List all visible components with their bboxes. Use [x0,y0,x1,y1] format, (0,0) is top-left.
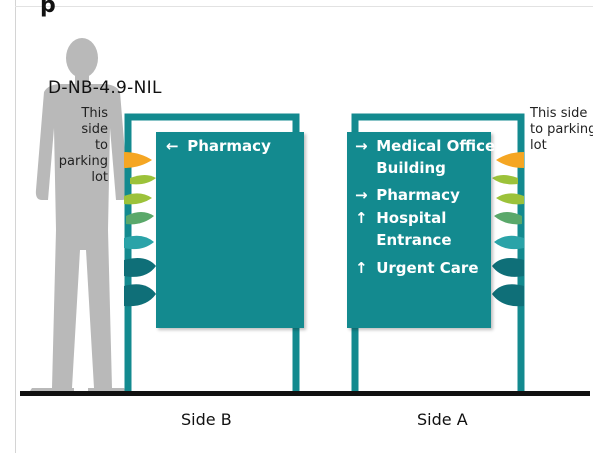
up-arrow-icon: ↑ [355,259,368,277]
side-a-caption: Side A [417,410,468,429]
sign-face-side-a: → Medical Office Building → Pharmacy ↑ H… [347,132,495,328]
directory-entry: ← Pharmacy [166,135,271,158]
entry-label: Urgent Care [376,259,479,277]
directory-entry: Entrance [355,229,452,252]
note-line: This side [81,106,108,137]
note-line: lot [91,170,108,185]
sign-code-label: D-NB-4.9-NIL [48,78,162,98]
entry-label: Medical Office [376,137,496,155]
entry-label: Entrance [376,231,452,249]
directory-entry: Building [355,157,446,180]
right-arrow-icon: → [355,186,368,204]
left-arrow-icon: ← [166,137,179,155]
ground-line [20,391,590,396]
sign-face-side-b: ← Pharmacy [156,132,304,328]
leaf-pattern-left [124,152,156,307]
base-panel-a [359,330,517,388]
note-line: to parking [530,122,593,137]
entry-label: Pharmacy [187,137,271,155]
entry-label: Building [376,159,446,177]
directory-entry: → Medical Office [355,135,495,158]
parking-note-left: This side to parking lot [52,106,108,186]
leaf-pattern-right [492,152,524,307]
directory-entry: ↑ Urgent Care [355,257,479,280]
side-b-caption: Side B [181,410,232,429]
up-arrow-icon: ↑ [355,209,368,227]
note-line: to parking [58,138,108,169]
figure-frame [15,0,593,453]
note-line: lot [530,138,547,153]
note-line: This side [530,106,588,121]
top-divider [15,6,593,7]
directory-entry: → Pharmacy [355,184,460,207]
right-arrow-icon: → [355,137,368,155]
entry-label: Pharmacy [376,186,460,204]
parking-note-right: This side to parking lot [530,106,593,154]
base-panel-b [132,330,292,388]
directory-entry: ↑ Hospital [355,207,446,230]
cropped-title: p [40,0,56,18]
entry-label: Hospital [376,209,447,227]
